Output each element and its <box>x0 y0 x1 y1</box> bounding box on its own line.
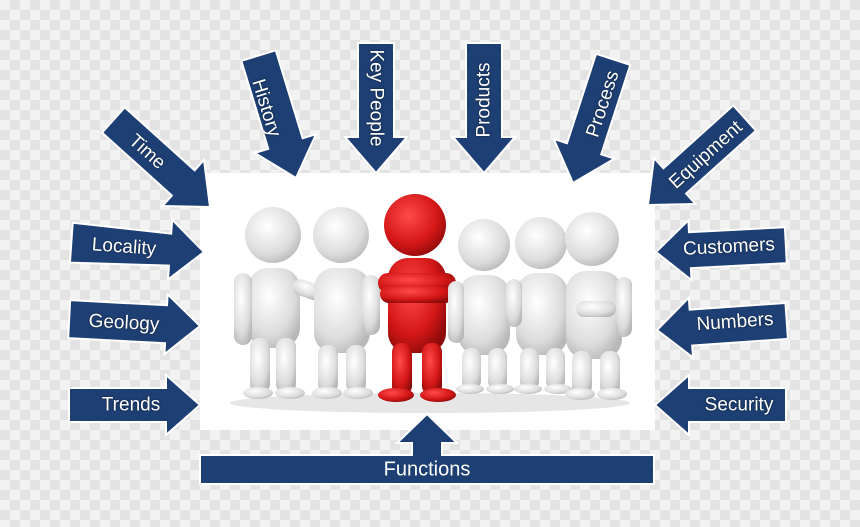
arrow-security <box>653 372 787 438</box>
arrow-history <box>240 49 318 180</box>
team-figure <box>506 217 572 394</box>
people-illustration <box>230 194 632 413</box>
arrow-process <box>551 52 632 185</box>
team-figure <box>312 207 380 399</box>
arrow-numbers <box>655 295 790 360</box>
arrow-trends <box>68 372 202 438</box>
team-figure <box>565 212 632 400</box>
scene-card <box>200 173 655 430</box>
arrow-label-trends: Trends <box>101 394 161 416</box>
arrow-key-people <box>342 42 410 175</box>
functions-bar <box>199 412 655 485</box>
arrow-label-locality: Locality <box>91 234 157 260</box>
arrow-label-geology: Geology <box>88 310 160 336</box>
arrow-locality <box>68 217 206 282</box>
arrow-label-key-people: Key People <box>365 49 387 147</box>
arrow-label-customers: Customers <box>682 234 776 260</box>
arrow-label-security: Security <box>704 394 774 416</box>
leader-figure <box>378 194 456 402</box>
arrow-equipment <box>646 103 758 207</box>
arrow-products <box>450 42 518 175</box>
arrow-geology <box>67 291 202 357</box>
functions-label: Functions <box>383 458 471 481</box>
arrow-customers <box>654 217 788 283</box>
arrow-label-products: Products <box>473 62 495 138</box>
arrow-time <box>100 105 212 209</box>
team-figure <box>448 219 514 394</box>
arrow-label-numbers: Numbers <box>695 308 775 336</box>
